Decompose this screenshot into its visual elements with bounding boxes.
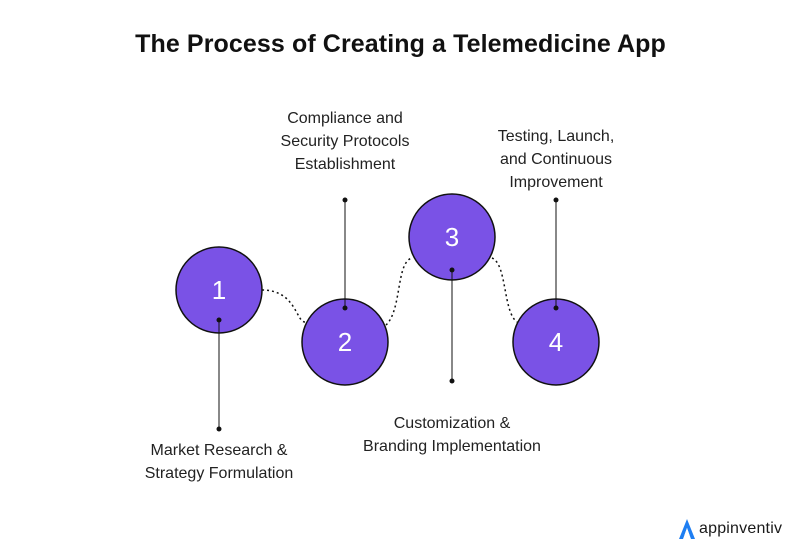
step-3-label: Customization & Branding Implementation: [332, 412, 572, 458]
step-1-pointer: [216, 317, 222, 432]
step-2-label-line-3: Establishment: [294, 156, 396, 173]
step-1-number: 1: [212, 275, 226, 305]
step-3-label-line-2: Branding Implementation: [363, 438, 541, 455]
step-4-label-line-1: Testing, Launch,: [497, 128, 615, 145]
step-2-number: 2: [338, 327, 352, 357]
step-2-node: 2: [301, 298, 389, 386]
step-4-label-line-2: and Continuous: [499, 151, 613, 168]
page-title: The Process of Creating a Telemedicine A…: [135, 30, 666, 58]
step-4-pointer: [553, 197, 559, 311]
connector-3-4: [491, 257, 518, 323]
step-3-number: 3: [445, 222, 459, 252]
step-2-label: Compliance and Security Protocols Establ…: [245, 107, 445, 176]
step-2-label-line-1: Compliance and: [287, 110, 403, 127]
step-3-label-line-1: Customization &: [393, 415, 511, 432]
brand-logo: appinventiv: [678, 515, 782, 543]
step-4-node: 4: [512, 298, 600, 386]
step-1-label-line-2: Strategy Formulation: [144, 465, 294, 482]
step-1-label-line-1: Market Research &: [150, 442, 288, 459]
step-1-node: 1: [175, 246, 263, 334]
step-4-label-line-3: Improvement: [509, 174, 603, 191]
step-1-label: Market Research & Strategy Formulation: [119, 439, 319, 485]
step-4-label: Testing, Launch, and Continuous Improvem…: [456, 125, 656, 194]
step-4-number: 4: [549, 327, 563, 357]
step-3-pointer: [449, 267, 455, 384]
connector-2-3: [385, 257, 413, 326]
step-3-node: 3: [408, 193, 496, 281]
connector-1-2: [261, 289, 306, 323]
step-2-label-line-2: Security Protocols: [280, 133, 410, 150]
step-2-pointer: [342, 197, 348, 311]
brand-name: appinventiv: [699, 520, 783, 537]
appinventiv-logo-icon: [679, 519, 695, 539]
